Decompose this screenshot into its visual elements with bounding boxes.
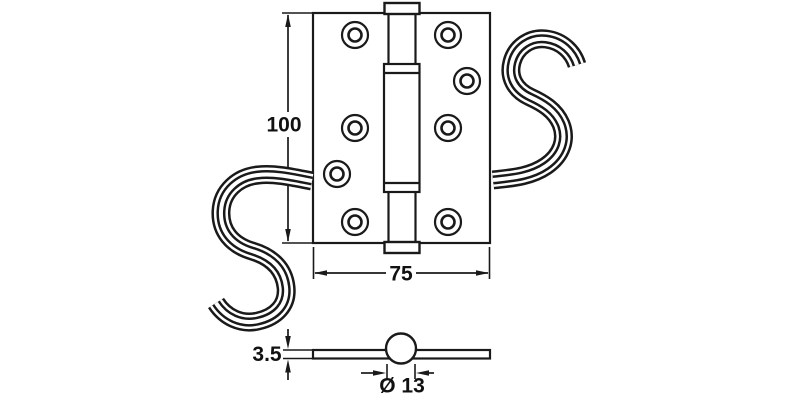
screw-hole: [322, 159, 352, 189]
barrel-section-circle: [384, 332, 418, 365]
label-backing: [386, 263, 416, 283]
screw-hole: [433, 207, 463, 237]
dim-label-height: 100: [266, 114, 301, 137]
dim-label-width: 75: [389, 263, 413, 286]
screw-hole: [452, 66, 482, 96]
barrel-sleeve: [382, 62, 421, 194]
screw-hole: [340, 20, 370, 50]
dimension-thickness: 3.5: [252, 329, 312, 380]
dim-label-diameter: Ø 13: [379, 375, 425, 398]
screw-hole: [433, 20, 463, 50]
screw-hole: [340, 207, 370, 237]
barrel-bottom-cap: [383, 240, 421, 255]
arrowhead-left-icon: [416, 370, 429, 376]
dimension-diameter: Ø 13: [361, 364, 434, 398]
barrel-top-cap: [383, 1, 421, 16]
dimension-width: 75: [312, 247, 491, 286]
arrowhead-down-icon: [285, 336, 291, 349]
arrowhead-up-icon: [285, 359, 291, 373]
screw-hole: [340, 113, 370, 143]
hinge-barrel: [382, 1, 421, 255]
arrowhead-up-icon: [285, 14, 291, 27]
label-backing: [265, 112, 303, 137]
break-symbol-left: [216, 175, 312, 322]
hinge-front-view: [311, 1, 492, 255]
dimension-height: 100: [265, 12, 312, 244]
arrowhead-down-icon: [285, 229, 291, 242]
arrowhead-right-icon: [373, 370, 386, 376]
arrowhead-right-icon: [476, 270, 489, 276]
dim-label-thickness: 3.5: [252, 343, 282, 366]
arrowhead-left-icon: [314, 270, 327, 276]
break-symbol-right: [493, 39, 577, 180]
hinge-side-view: [311, 332, 492, 365]
screw-hole: [433, 113, 463, 143]
